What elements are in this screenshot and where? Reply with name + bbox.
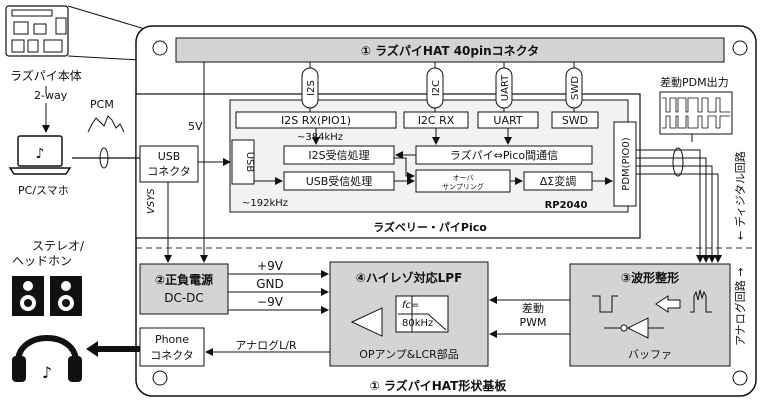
speaker-icon-left: [12, 276, 44, 316]
digital-label: ← ディジタル回路: [733, 151, 747, 240]
i2c-tab-label: I2C: [431, 80, 442, 96]
pico-label: ラズベリー・パイPico: [373, 220, 487, 234]
delta-sigma-label: ΔΣ変調: [540, 174, 576, 188]
freq-384-label: ~384kHz: [297, 132, 343, 143]
plus9-label: +9V: [257, 259, 284, 273]
opamp-label: OPアンプ&LCR部品: [359, 347, 459, 361]
i2s-rx-label: I2S RX(PIO1): [281, 114, 351, 127]
power-sub: DC-DC: [164, 291, 204, 305]
wave-block: [569, 263, 731, 367]
five-v-label: 5V: [188, 120, 203, 133]
fc-value: 80kHz: [402, 318, 433, 329]
freq-192-label: ~192kHz: [242, 198, 288, 209]
opamp-symbol: [350, 307, 383, 337]
i2c-rx-label: I2C RX: [418, 114, 455, 127]
i2s-tab-label: I2S: [306, 80, 317, 96]
stereo-label-2: ヘッドホン: [12, 254, 72, 268]
power-title: ②正負電源: [155, 272, 213, 287]
speaker-icon-right: [50, 276, 82, 316]
comm-label: ラズパイ⇔Pico間通信: [450, 148, 558, 162]
analog-label: アナログ回路 →: [733, 268, 747, 347]
phone-connector-label-2: コネクタ: [150, 349, 194, 362]
headphone-icon: ♪: [12, 335, 82, 382]
pcm-waveform: [87, 115, 125, 133]
svg-text:♪: ♪: [42, 363, 52, 382]
usb-periph-label: USB: [244, 152, 255, 173]
diff-pwm-label-1: 差動: [522, 301, 544, 315]
buffer-label: バッファ: [628, 348, 672, 361]
pdm-label: PDM(PIO0): [621, 137, 632, 190]
pcm-label: PCM: [90, 98, 114, 111]
square-wave-icon: [592, 295, 618, 313]
analog-lr-label: アナログL/R: [235, 338, 297, 352]
power-block: [139, 263, 229, 315]
oversampling-label-1: オーバ: [453, 174, 474, 182]
laptop-icon: ♪: [8, 135, 72, 175]
svg-text:♪: ♪: [36, 146, 45, 162]
pc-label: PC/スマホ: [18, 184, 69, 197]
raspi-label: ラズパイ本体: [10, 68, 82, 83]
stereo-label-1: ステレオ/: [32, 239, 85, 253]
phone-connector-label-1: Phone: [155, 333, 189, 346]
wave-title: ③波形整形: [621, 270, 679, 285]
two-way-label: 2-way: [34, 89, 68, 102]
raspi-board-icon: [5, 5, 69, 57]
noisy-wave-icon: [690, 289, 712, 313]
minus9-label: −9V: [257, 295, 284, 309]
header-label: ① ラズパイHAT 40pinコネクタ: [361, 43, 539, 58]
vsys-label: VSYS: [146, 188, 157, 214]
usb-proc-label: USB受信処理: [306, 175, 373, 188]
mount-holes: [152, 40, 748, 386]
usb-connector-label-2: コネクタ: [147, 165, 191, 178]
fc-label: fc=: [402, 300, 419, 311]
gnd-label: GND: [256, 277, 284, 291]
lpf-title: ④ハイレゾ対応LPF: [356, 270, 463, 285]
swd-label: SWD: [562, 114, 588, 127]
uart-label: UART: [493, 114, 522, 127]
diff-pwm-label-2: PWM: [519, 316, 546, 329]
header-connector: [175, 37, 725, 63]
rp2040-label: RP2040: [545, 200, 588, 211]
output-arrow: [86, 341, 140, 357]
pdm-waveform-icon: [659, 91, 733, 135]
usb-connector-label-1: USB: [158, 150, 181, 163]
left-arrow-icon: [655, 295, 681, 313]
i2s-proc-label: I2S受信処理: [308, 149, 369, 162]
swd-tab-label: SWD: [570, 76, 581, 100]
board-label: ① ラズパイHAT形状基板: [370, 378, 508, 393]
uart-tab-label: UART: [500, 74, 511, 101]
pdm-out-label: 差動PDM出力: [660, 75, 729, 89]
oversampling-label-2: サンプリング: [442, 182, 484, 191]
